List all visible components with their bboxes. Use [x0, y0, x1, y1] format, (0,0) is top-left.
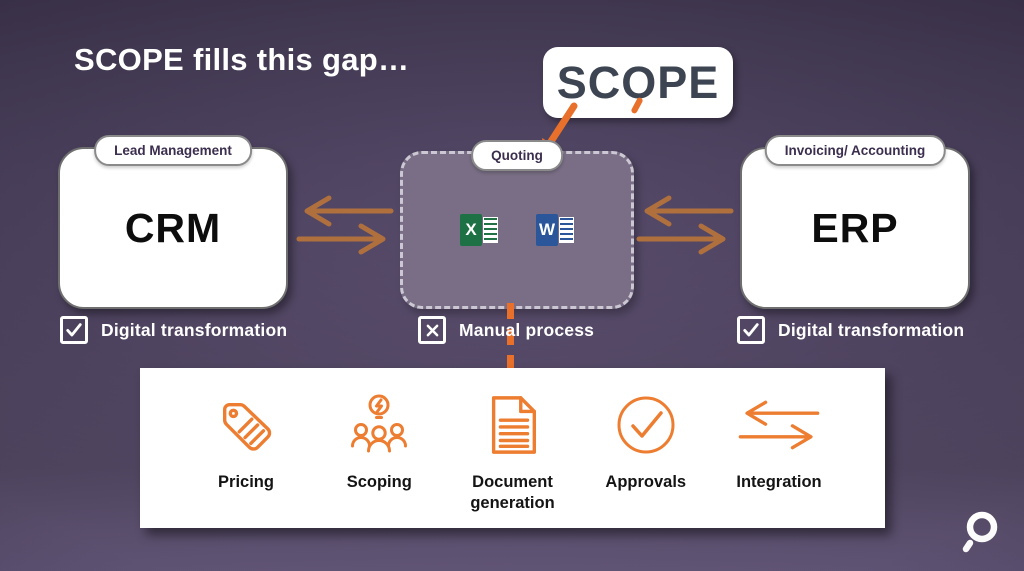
features-bar: Pricing Scoping	[140, 368, 885, 528]
quoting-tab: Quoting	[471, 140, 563, 171]
document-icon	[485, 388, 541, 462]
quoting-box: Quoting X W	[400, 140, 634, 309]
checked-checkbox-icon	[60, 316, 88, 344]
word-icon: W	[536, 214, 574, 246]
quoting-features-connector	[507, 303, 514, 369]
price-tag-icon	[215, 388, 277, 462]
erp-tab: Invoicing/ Accounting	[764, 135, 946, 166]
sync-arrows-icon	[737, 388, 821, 462]
crossed-checkbox-icon	[418, 316, 446, 344]
feature-label: Document generation	[470, 473, 555, 512]
slide-title: SCOPE fills this gap…	[74, 42, 410, 77]
erp-status-label: Digital transformation	[778, 319, 965, 340]
feature-label: Scoping	[346, 473, 412, 491]
checked-checkbox-icon	[737, 316, 765, 344]
magnifier-brand-icon	[962, 511, 998, 553]
word-letter: W	[536, 214, 558, 246]
word-sheet-icon	[559, 217, 574, 243]
crm-tab-label: Lead Management	[114, 143, 232, 158]
feature-integration: Integration	[715, 388, 843, 528]
crm-status-label: Digital transformation	[101, 319, 288, 340]
excel-sheet-icon	[483, 217, 498, 243]
feature-pricing: Pricing	[182, 388, 310, 528]
crm-title: CRM	[124, 204, 222, 251]
feature-approvals: Approvals	[582, 388, 710, 528]
feature-label: Integration	[736, 473, 822, 491]
quoting-status: Manual process	[418, 316, 594, 344]
quoting-status-label: Manual process	[459, 319, 595, 340]
erp-tab-label: Invoicing/ Accounting	[784, 143, 926, 158]
quoting-erp-sync-arrows-icon	[636, 195, 734, 255]
excel-letter: X	[460, 214, 482, 246]
erp-box: Invoicing/ Accounting ERP	[740, 135, 970, 309]
erp-status: Digital transformation	[737, 316, 964, 344]
erp-title: ERP	[811, 204, 899, 251]
quoting-tab-label: Quoting	[491, 148, 543, 163]
crm-box: Lead Management CRM	[58, 135, 288, 309]
feature-label: Approvals	[605, 473, 687, 491]
excel-icon: X	[460, 214, 498, 246]
crm-status: Digital transformation	[60, 316, 287, 344]
feature-label: Pricing	[218, 473, 274, 491]
feature-document-generation: Document generation	[449, 388, 577, 528]
team-lightbulb-icon	[347, 388, 411, 462]
approval-check-icon	[614, 388, 678, 462]
feature-scoping: Scoping	[315, 388, 443, 528]
crm-quoting-sync-arrows-icon	[296, 195, 394, 255]
crm-tab: Lead Management	[94, 135, 252, 166]
